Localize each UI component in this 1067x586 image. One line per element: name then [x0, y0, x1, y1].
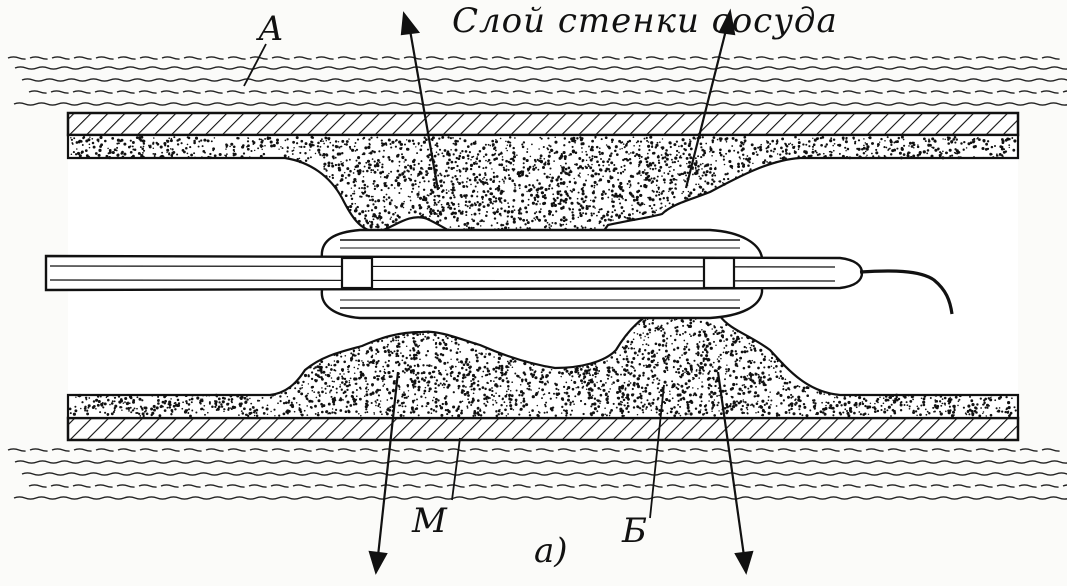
plaque-stipple	[68, 135, 1017, 418]
label-m: М	[411, 501, 448, 541]
outer-tissue-top	[7, 56, 1067, 106]
label-b: Б	[621, 511, 647, 551]
marker-band-left	[340, 256, 374, 290]
vessel-wall-top	[66, 111, 1020, 137]
leader-lines	[243, 8, 754, 575]
catheter-shaft	[44, 254, 864, 292]
balloon-catheter	[44, 228, 954, 320]
vessel-wall-bottom	[66, 416, 1020, 442]
guidewire-tip	[859, 269, 954, 315]
marker-band-right	[702, 256, 736, 290]
title-label: Слой стенки сосуда	[452, 1, 838, 41]
outer-tissue-bottom	[7, 448, 1067, 500]
plaque-bottom	[66, 304, 1020, 420]
label-a: А	[256, 9, 284, 49]
label-subfigure: а)	[534, 531, 568, 571]
